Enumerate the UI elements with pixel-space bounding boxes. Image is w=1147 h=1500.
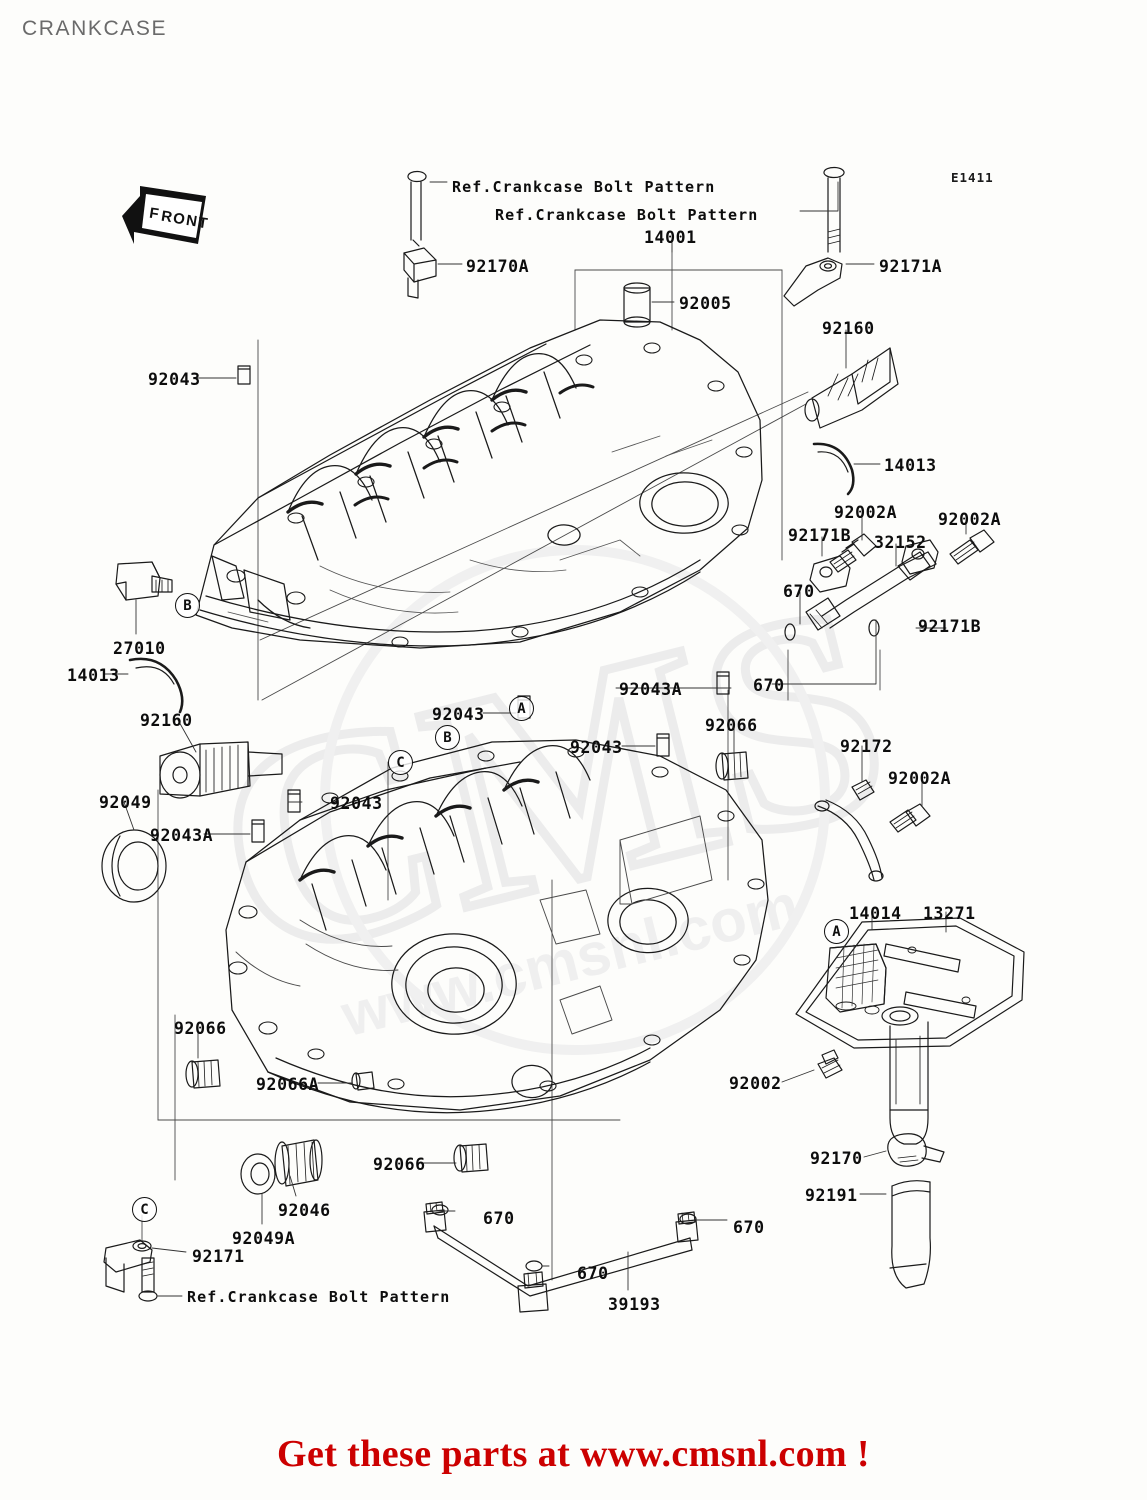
svg-text:N: N — [185, 212, 198, 230]
part-number-label[interactable]: 92160 — [822, 319, 875, 338]
part-number-label[interactable]: 92066A — [256, 1075, 320, 1094]
part-number-label[interactable]: 92043 — [432, 705, 485, 724]
part-number-label[interactable]: 32152 — [874, 533, 927, 552]
section-marker-a[interactable]: A — [824, 919, 849, 944]
part-number-label[interactable]: 14014 — [849, 904, 902, 923]
part-number-label[interactable]: 92002A — [938, 510, 1002, 529]
part-number-label[interactable]: 92171B — [788, 526, 852, 545]
section-marker-b[interactable]: B — [175, 593, 200, 618]
footer-cta[interactable]: Get these parts at www.cmsnl.com ! — [277, 1433, 870, 1475]
section-marker-c[interactable]: C — [132, 1197, 157, 1222]
part-number-label[interactable]: 27010 — [113, 639, 166, 658]
part-number-label[interactable]: 670 — [753, 676, 785, 695]
part-number-label[interactable]: 92066 — [174, 1019, 227, 1038]
svg-text:F: F — [148, 205, 160, 223]
part-number-label[interactable]: 92043 — [148, 370, 201, 389]
part-number-label[interactable]: 14013 — [884, 456, 937, 475]
reference-note-label[interactable]: Ref.Crankcase Bolt Pattern — [452, 178, 716, 196]
part-number-label[interactable]: 39193 — [608, 1295, 661, 1314]
svg-text:T: T — [197, 214, 209, 232]
part-number-label[interactable]: 92160 — [140, 711, 193, 730]
part-number-label[interactable]: 92066 — [705, 716, 758, 735]
section-marker-b[interactable]: B — [435, 725, 460, 750]
part-number-label[interactable]: 670 — [783, 582, 815, 601]
part-number-label[interactable]: 92049A — [232, 1229, 296, 1248]
part-number-label[interactable]: 92046 — [278, 1201, 331, 1220]
part-number-label[interactable]: 92170A — [466, 257, 530, 276]
part-number-label[interactable]: 92171B — [918, 617, 982, 636]
part-number-label[interactable]: 92043A — [619, 680, 683, 699]
part-number-label[interactable]: 670 — [733, 1218, 765, 1237]
part-number-label[interactable]: 92043A — [150, 826, 214, 845]
part-number-label[interactable]: 92171 — [192, 1247, 245, 1266]
part-number-label[interactable]: 92005 — [679, 294, 732, 313]
part-number-label[interactable]: 14013 — [67, 666, 120, 685]
part-number-label[interactable]: 670 — [577, 1264, 609, 1283]
reference-note-label[interactable]: Ref.Crankcase Bolt Pattern — [495, 206, 759, 224]
part-number-label[interactable]: 92049 — [99, 793, 152, 812]
svg-text:O: O — [172, 210, 187, 229]
part-number-label[interactable]: 92191 — [805, 1186, 858, 1205]
part-number-label[interactable]: 92043 — [330, 794, 383, 813]
part-number-label[interactable]: 92170 — [810, 1149, 863, 1168]
front-arrow-icon: F R O N T — [120, 182, 210, 254]
part-number-label[interactable]: 92171A — [879, 257, 943, 276]
part-number-label[interactable]: 14001 — [644, 228, 697, 247]
page-title: CRANKCASE — [22, 17, 168, 40]
section-marker-c[interactable]: C — [388, 750, 413, 775]
svg-text:R: R — [160, 208, 174, 227]
diagram-id-label: E1411 — [951, 170, 994, 185]
part-number-label[interactable]: 92043 — [570, 738, 623, 757]
part-number-label[interactable]: 92002A — [834, 503, 898, 522]
section-marker-a[interactable]: A — [509, 696, 534, 721]
part-number-label[interactable]: 92172 — [840, 737, 893, 756]
part-number-label[interactable]: 670 — [483, 1209, 515, 1228]
part-number-label[interactable]: 92002A — [888, 769, 952, 788]
reference-note-label[interactable]: Ref.Crankcase Bolt Pattern — [187, 1288, 451, 1306]
part-number-label[interactable]: 13271 — [923, 904, 976, 923]
part-number-label[interactable]: 92066 — [373, 1155, 426, 1174]
part-number-label[interactable]: 92002 — [729, 1074, 782, 1093]
cms-watermark: CMS www.cmsnl.com — [182, 536, 919, 1055]
